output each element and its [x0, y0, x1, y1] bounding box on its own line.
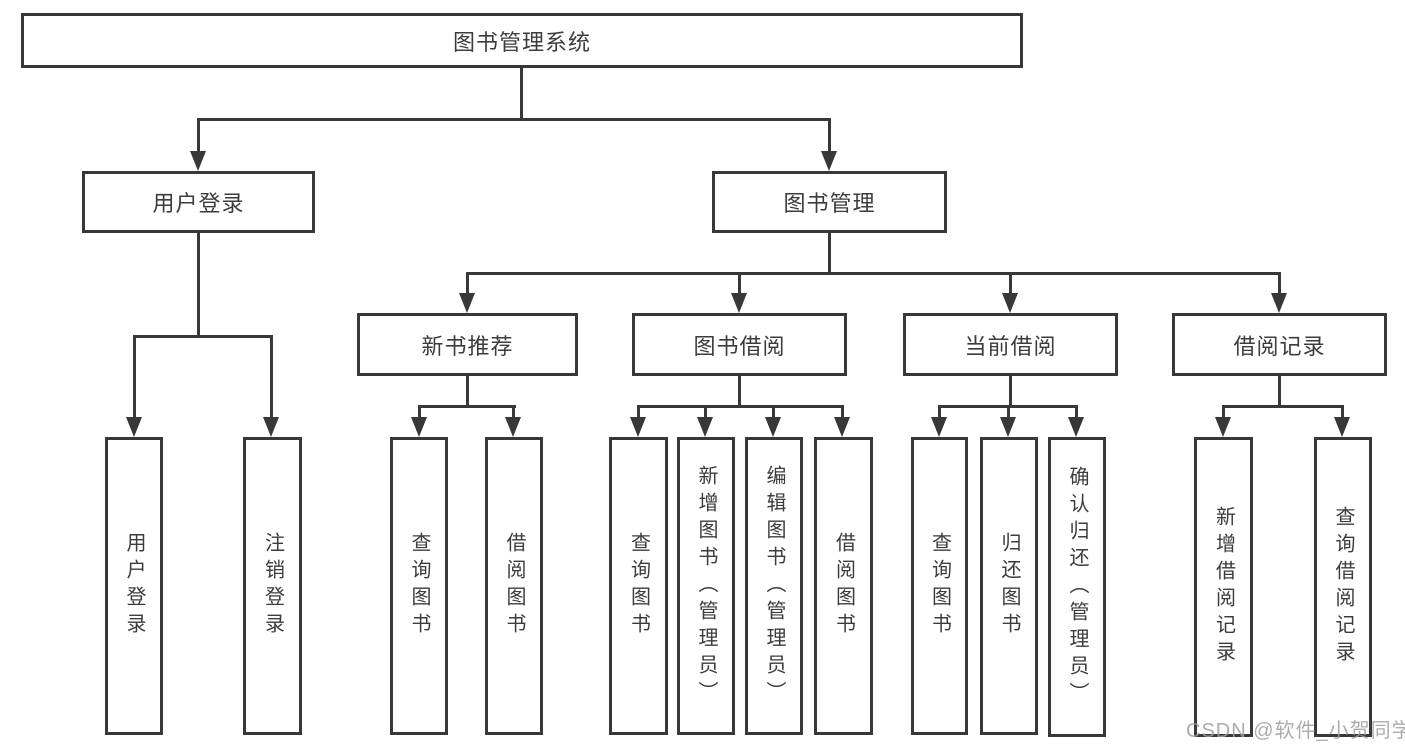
node-borrow-records-label: 借阅记录 [1233, 333, 1326, 359]
connector-line [637, 405, 640, 419]
connector-line [1009, 376, 1012, 407]
leaf-query-books-current: 查询图书 [911, 437, 968, 735]
arrowhead-down-icon [263, 417, 279, 437]
arrowhead-down-icon [821, 151, 837, 171]
leaf-add-borrow-record: 新增借阅记录 [1194, 437, 1253, 737]
connector-line [1222, 405, 1225, 419]
arrowhead-down-icon [1000, 417, 1016, 437]
connector-line [466, 272, 469, 296]
connector-line [133, 335, 273, 338]
leaf-confirm-return-admin: 确认归还（管理员） [1048, 437, 1106, 737]
connector-line [512, 405, 515, 419]
leaf-query-books-borrow: 查询图书 [609, 437, 668, 735]
connector-line [938, 405, 941, 419]
connector-line [1278, 376, 1281, 407]
connector-line [828, 233, 831, 275]
node-book-management: 图书管理 [712, 171, 947, 233]
arrowhead-down-icon [1002, 293, 1018, 313]
node-library-system: 图书管理系统 [21, 13, 1023, 68]
connector-line [738, 272, 741, 296]
leaf-edit-book-admin: 编辑图书（管理员） [745, 437, 803, 735]
connector-line [828, 118, 831, 152]
connector-line [1278, 272, 1281, 296]
leaf-add-book-admin: 新增图书（管理员） [677, 437, 735, 735]
leaf-query-books-recommend: 查询图书 [390, 437, 448, 735]
connector-line [1222, 405, 1344, 408]
node-current-borrow-label: 当前借阅 [964, 333, 1057, 359]
leaf-query-borrow-record: 查询借阅记录 [1314, 437, 1372, 737]
node-library-system-label: 图书管理系统 [452, 29, 591, 55]
node-current-borrow: 当前借阅 [903, 313, 1118, 376]
node-borrow-records: 借阅记录 [1172, 313, 1387, 376]
arrowhead-down-icon [630, 417, 646, 437]
arrowhead-down-icon [1215, 417, 1231, 437]
arrowhead-down-icon [190, 151, 206, 171]
node-new-book-recommend-label: 新书推荐 [421, 333, 514, 359]
node-new-book-recommend: 新书推荐 [357, 313, 578, 376]
leaf-add-borrow-record-label: 新增借阅记录 [1212, 506, 1235, 668]
connector-line [1075, 405, 1078, 419]
connector-line [418, 405, 516, 408]
leaf-user-login-label: 用户登录 [123, 532, 145, 640]
connector-line [133, 335, 136, 418]
connector-line [520, 68, 523, 118]
arrowhead-down-icon [1068, 417, 1084, 437]
leaf-return-book: 归还图书 [980, 437, 1038, 735]
connector-line [1007, 405, 1010, 419]
node-book-borrow: 图书借阅 [632, 313, 847, 376]
connector-line [841, 405, 844, 419]
arrowhead-down-icon [1334, 417, 1350, 437]
connector-line [418, 405, 421, 419]
connector-line [1341, 405, 1344, 419]
leaf-confirm-return-admin-label: 确认归还（管理员） [1066, 465, 1088, 709]
leaf-add-book-admin-label: 新增图书（管理员） [695, 464, 717, 708]
leaf-borrow-books: 借阅图书 [814, 437, 873, 735]
connector-line [197, 118, 831, 121]
leaf-logout: 注销登录 [243, 437, 302, 735]
leaf-edit-book-admin-label: 编辑图书（管理员） [763, 464, 785, 708]
connector-line [1009, 272, 1012, 296]
connector-line [772, 405, 775, 419]
node-book-management-label: 图书管理 [783, 191, 876, 216]
arrowhead-down-icon [731, 293, 747, 313]
node-user-login-label: 用户登录 [152, 191, 245, 216]
arrowhead-down-icon [931, 417, 947, 437]
arrowhead-down-icon [505, 417, 521, 437]
arrowhead-down-icon [126, 417, 142, 437]
node-book-borrow-label: 图书借阅 [693, 333, 786, 359]
leaf-borrow-books-recommend-label: 借阅图书 [503, 532, 525, 640]
leaf-borrow-books-recommend: 借阅图书 [485, 437, 543, 735]
leaf-query-borrow-record-label: 查询借阅记录 [1332, 506, 1354, 668]
connector-line [270, 335, 273, 418]
connector-line [704, 405, 707, 419]
connector-line [738, 376, 741, 407]
leaf-borrow-books-label: 借阅图书 [832, 532, 855, 640]
connector-line [466, 272, 1281, 275]
arrowhead-down-icon [765, 417, 781, 437]
connector-line [637, 405, 844, 408]
connector-line [466, 376, 469, 408]
leaf-query-books-current-label: 查询图书 [928, 532, 951, 640]
arrowhead-down-icon [411, 417, 427, 437]
leaf-logout-label: 注销登录 [261, 532, 284, 640]
leaf-user-login: 用户登录 [105, 437, 163, 735]
arrowhead-down-icon [697, 417, 713, 437]
arrowhead-down-icon [459, 293, 475, 313]
leaf-query-books-recommend-label: 查询图书 [408, 532, 430, 640]
arrowhead-down-icon [834, 417, 850, 437]
connector-line [197, 118, 200, 152]
connector-line [197, 233, 200, 335]
arrowhead-down-icon [1271, 293, 1287, 313]
node-user-login: 用户登录 [82, 171, 315, 233]
watermark: CSDN @软件_小贺同学 [1186, 720, 1405, 742]
leaf-query-books-borrow-label: 查询图书 [627, 532, 650, 640]
leaf-return-book-label: 归还图书 [998, 532, 1020, 640]
